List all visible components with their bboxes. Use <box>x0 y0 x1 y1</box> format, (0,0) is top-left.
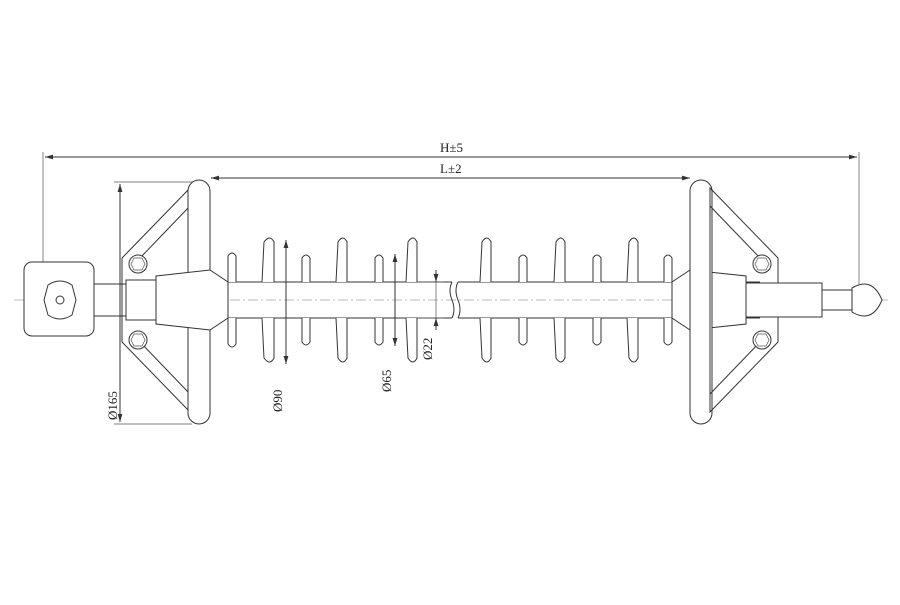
shed <box>374 254 384 346</box>
dimension-d22-label: Ø22 <box>420 338 435 360</box>
right-end-fitting <box>671 179 883 425</box>
dimension-l: L±2 <box>211 161 690 181</box>
dimension-h: H±5 <box>42 140 860 284</box>
shed <box>553 237 566 363</box>
dimension-d22: Ø22 <box>417 270 444 360</box>
shed <box>227 252 237 348</box>
shed <box>626 237 639 363</box>
shed <box>479 237 492 363</box>
sheds <box>227 237 673 363</box>
dimension-d90: Ø90 <box>270 240 289 412</box>
dimension-d65: Ø65 <box>379 254 398 392</box>
dimension-l-label: L±2 <box>440 161 462 176</box>
dimension-d165-label: Ø165 <box>105 391 120 420</box>
dimension-d90-label: Ø90 <box>270 390 285 412</box>
shed <box>261 237 275 363</box>
shed <box>301 254 311 346</box>
dimension-h-label: H±5 <box>440 140 463 155</box>
shed <box>518 254 528 346</box>
shed <box>335 237 348 363</box>
shed <box>663 254 673 346</box>
left-end-fitting <box>23 179 229 425</box>
dimension-d65-label: Ø65 <box>379 370 394 392</box>
dimension-d165: Ø165 <box>105 181 192 425</box>
shed <box>405 237 418 363</box>
shed <box>592 254 602 346</box>
